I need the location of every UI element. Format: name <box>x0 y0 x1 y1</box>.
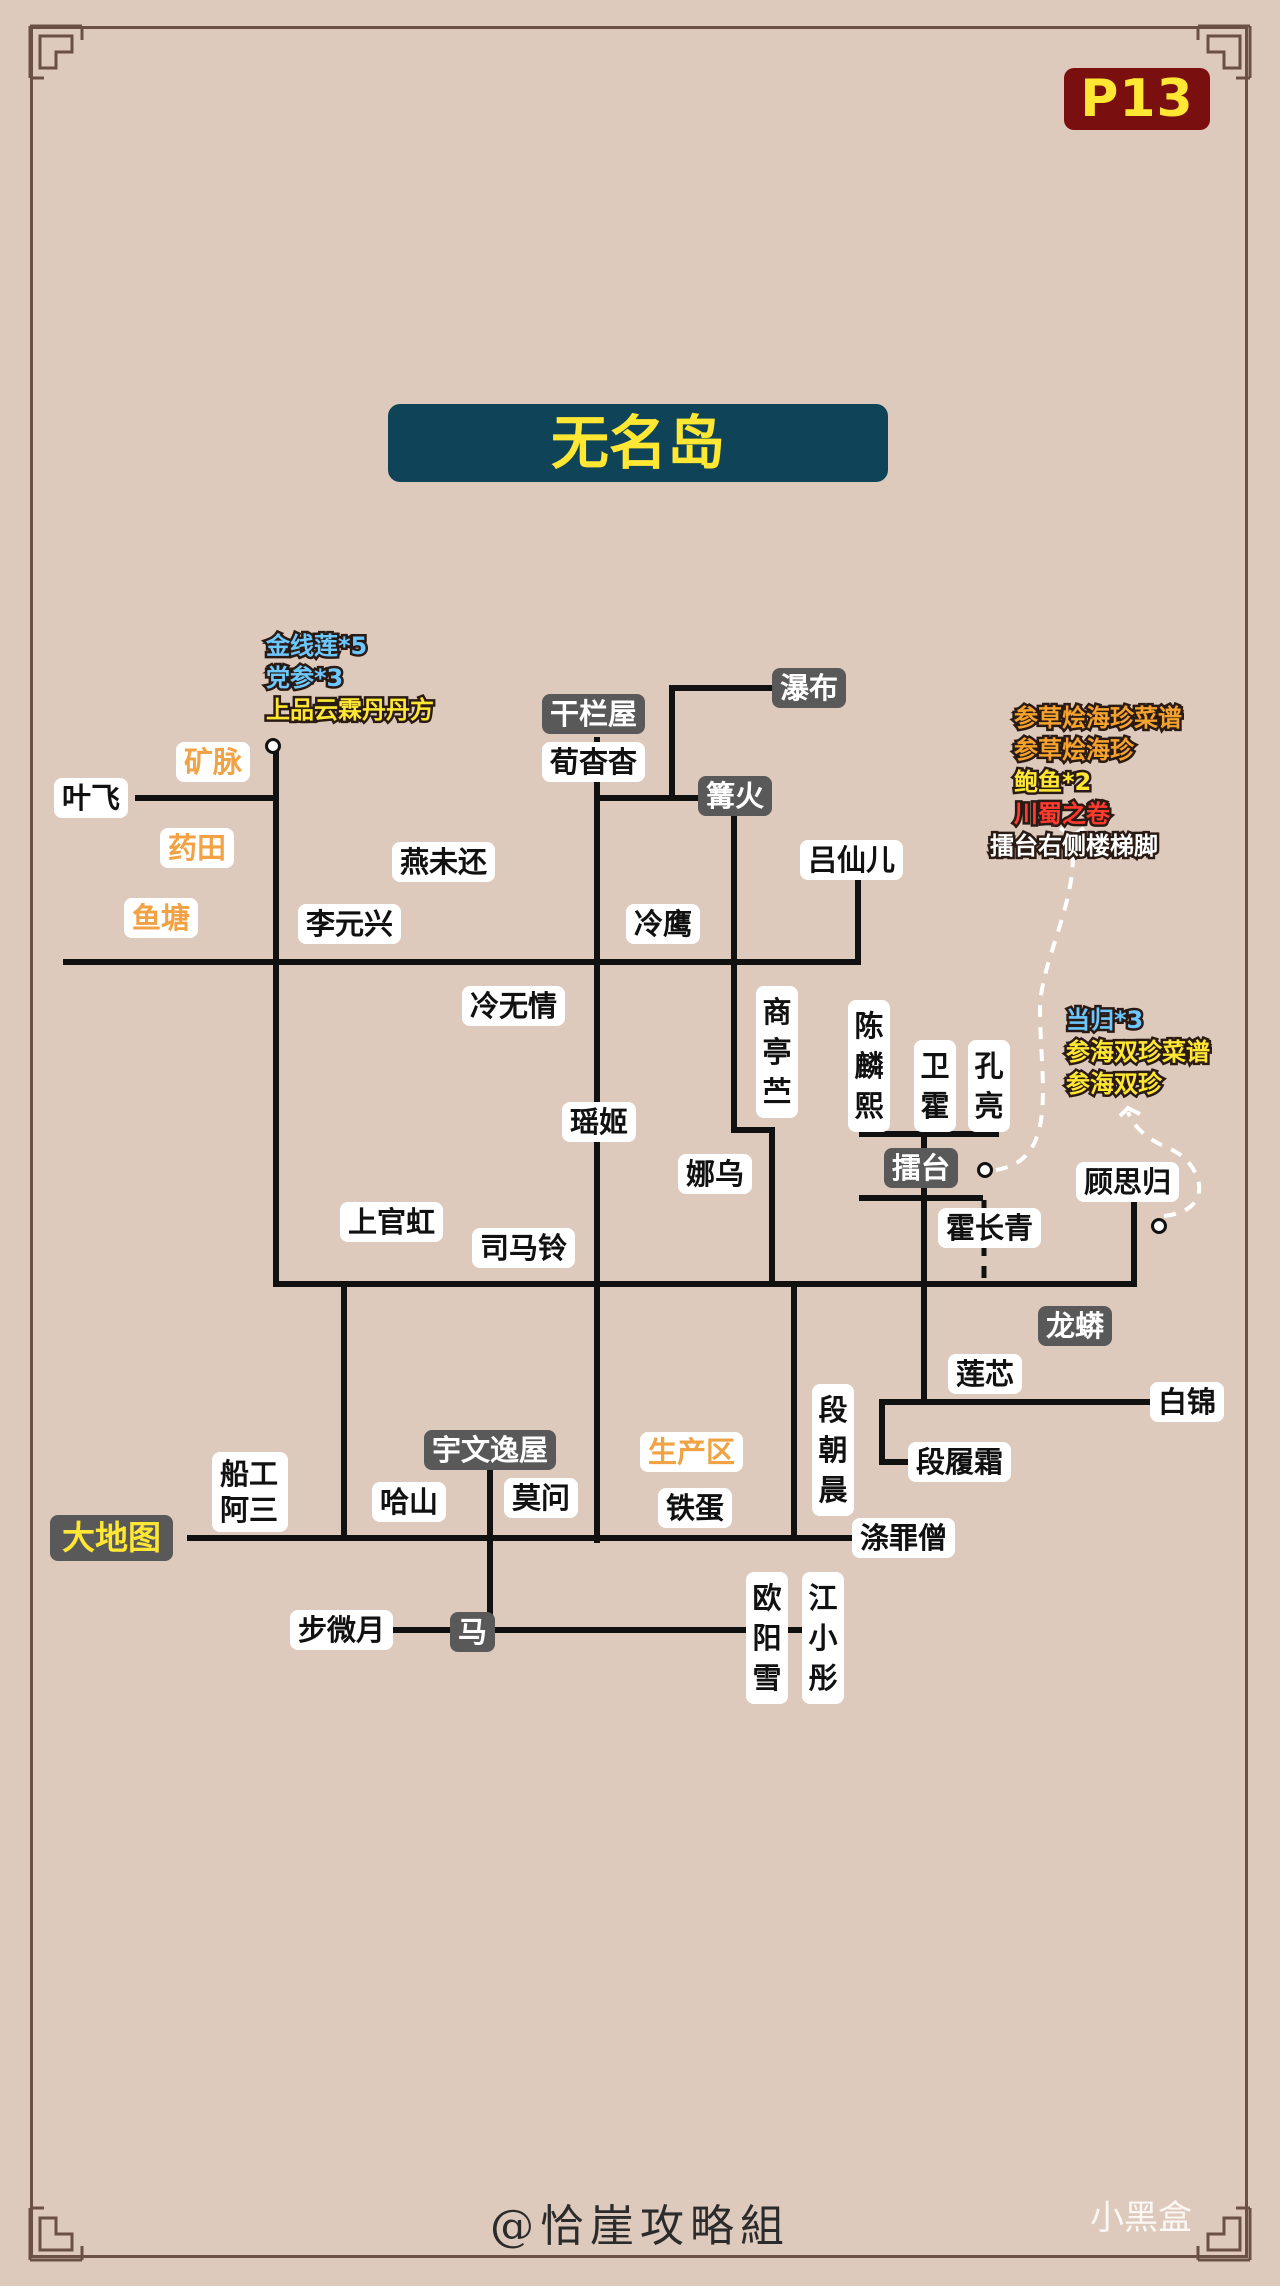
npc-label[interactable]: 莫问 <box>504 1478 579 1518</box>
map-title: 无名岛 <box>388 404 888 482</box>
npc-label[interactable]: 步微月 <box>290 1610 394 1650</box>
npc-label[interactable]: 卫霍 <box>914 1040 956 1132</box>
arena-marker-icon <box>977 1162 993 1178</box>
author-credit: @恰崖攻略組 <box>490 2201 790 2252</box>
npc-label[interactable]: 欧阳雪 <box>746 1572 788 1704</box>
corner-ornament-icon <box>28 2206 84 2262</box>
npc-label[interactable]: 陈麟熙 <box>848 1000 890 1132</box>
npc-label[interactable]: 莲芯 <box>948 1354 1023 1394</box>
npc-label[interactable]: 上官虹 <box>340 1202 444 1242</box>
npc-label[interactable]: 船工阿三 <box>212 1452 288 1532</box>
gusigui-loot-note: 当归*3 参海双珍菜谱 参海双珍 <box>1064 1004 1213 1101</box>
npc-label[interactable]: 段履霜 <box>908 1442 1012 1482</box>
longmang-label[interactable]: 龙蟒 <box>1038 1306 1113 1346</box>
npc-label[interactable]: 哈山 <box>372 1482 447 1522</box>
corner-ornament-icon <box>1196 24 1252 80</box>
gusigui-marker-icon <box>1151 1218 1167 1234</box>
road <box>669 685 779 801</box>
npc-label[interactable]: 白锦 <box>1150 1382 1225 1422</box>
npc-label[interactable]: 李元兴 <box>298 904 402 944</box>
world-map-button[interactable]: 大地图 <box>50 1515 173 1561</box>
npc-label[interactable]: 霍长青 <box>938 1208 1042 1248</box>
corner-ornament-icon <box>1196 2206 1252 2262</box>
npc-label[interactable]: 江小彤 <box>802 1572 844 1704</box>
herb-field-label[interactable]: 药田 <box>160 828 235 868</box>
npc-label[interactable]: 顾思归 <box>1076 1162 1180 1202</box>
npc-label[interactable]: 叶飞 <box>54 778 129 818</box>
npc-label[interactable]: 涤罪僧 <box>852 1518 956 1558</box>
npc-label[interactable]: 司马铃 <box>472 1228 576 1268</box>
npc-label[interactable]: 荀杳杳 <box>542 742 646 782</box>
mine-marker-icon <box>265 738 281 754</box>
arena-label[interactable]: 擂台 <box>884 1148 959 1188</box>
mine-loot-note: 金线莲*5 党参*3 上品云霖丹丹方 <box>264 630 437 727</box>
map-frame <box>30 26 1248 2258</box>
route-arrow <box>1126 1111 1202 1218</box>
npc-label[interactable]: 燕未还 <box>392 842 496 882</box>
waterfall-label[interactable]: 瀑布 <box>772 668 847 708</box>
npc-label[interactable]: 冷无情 <box>462 986 566 1026</box>
npc-label[interactable]: 段朝晨 <box>812 1384 854 1516</box>
bonfire-label[interactable]: 篝火 <box>698 776 773 816</box>
page-number-badge: P13 <box>1064 68 1210 130</box>
npc-label[interactable]: 铁蛋 <box>658 1488 733 1528</box>
route-arrow <box>995 837 1076 1172</box>
npc-label[interactable]: 瑶姬 <box>562 1102 637 1142</box>
horse-label[interactable]: 马 <box>450 1612 496 1652</box>
npc-label[interactable]: 孔亮 <box>968 1040 1010 1132</box>
road <box>731 795 775 1287</box>
npc-label[interactable]: 冷鹰 <box>626 904 701 944</box>
watermark-logo: 小黑盒 <box>1090 2198 1192 2238</box>
arena-loot-note: 参草烩海珍菜谱 参草烩海珍 鲍鱼*2 川蜀之卷 擂台右侧楼梯脚 <box>988 702 1185 863</box>
road <box>879 1399 915 1465</box>
mine-label[interactable]: 矿脉 <box>176 742 251 782</box>
npc-label[interactable]: 娜乌 <box>678 1154 753 1194</box>
yuwen-house-label[interactable]: 宇文逸屋 <box>424 1430 557 1470</box>
fish-pond-label[interactable]: 鱼塘 <box>124 898 199 938</box>
route-arrow <box>1058 826 1086 839</box>
production-area-label[interactable]: 生产区 <box>640 1432 744 1472</box>
corner-ornament-icon <box>28 24 84 80</box>
ganlan-house-label[interactable]: 干栏屋 <box>542 694 646 734</box>
npc-label[interactable]: 商亭苎 <box>756 986 798 1118</box>
npc-label[interactable]: 吕仙儿 <box>800 840 904 880</box>
route-arrow <box>1118 1105 1141 1118</box>
